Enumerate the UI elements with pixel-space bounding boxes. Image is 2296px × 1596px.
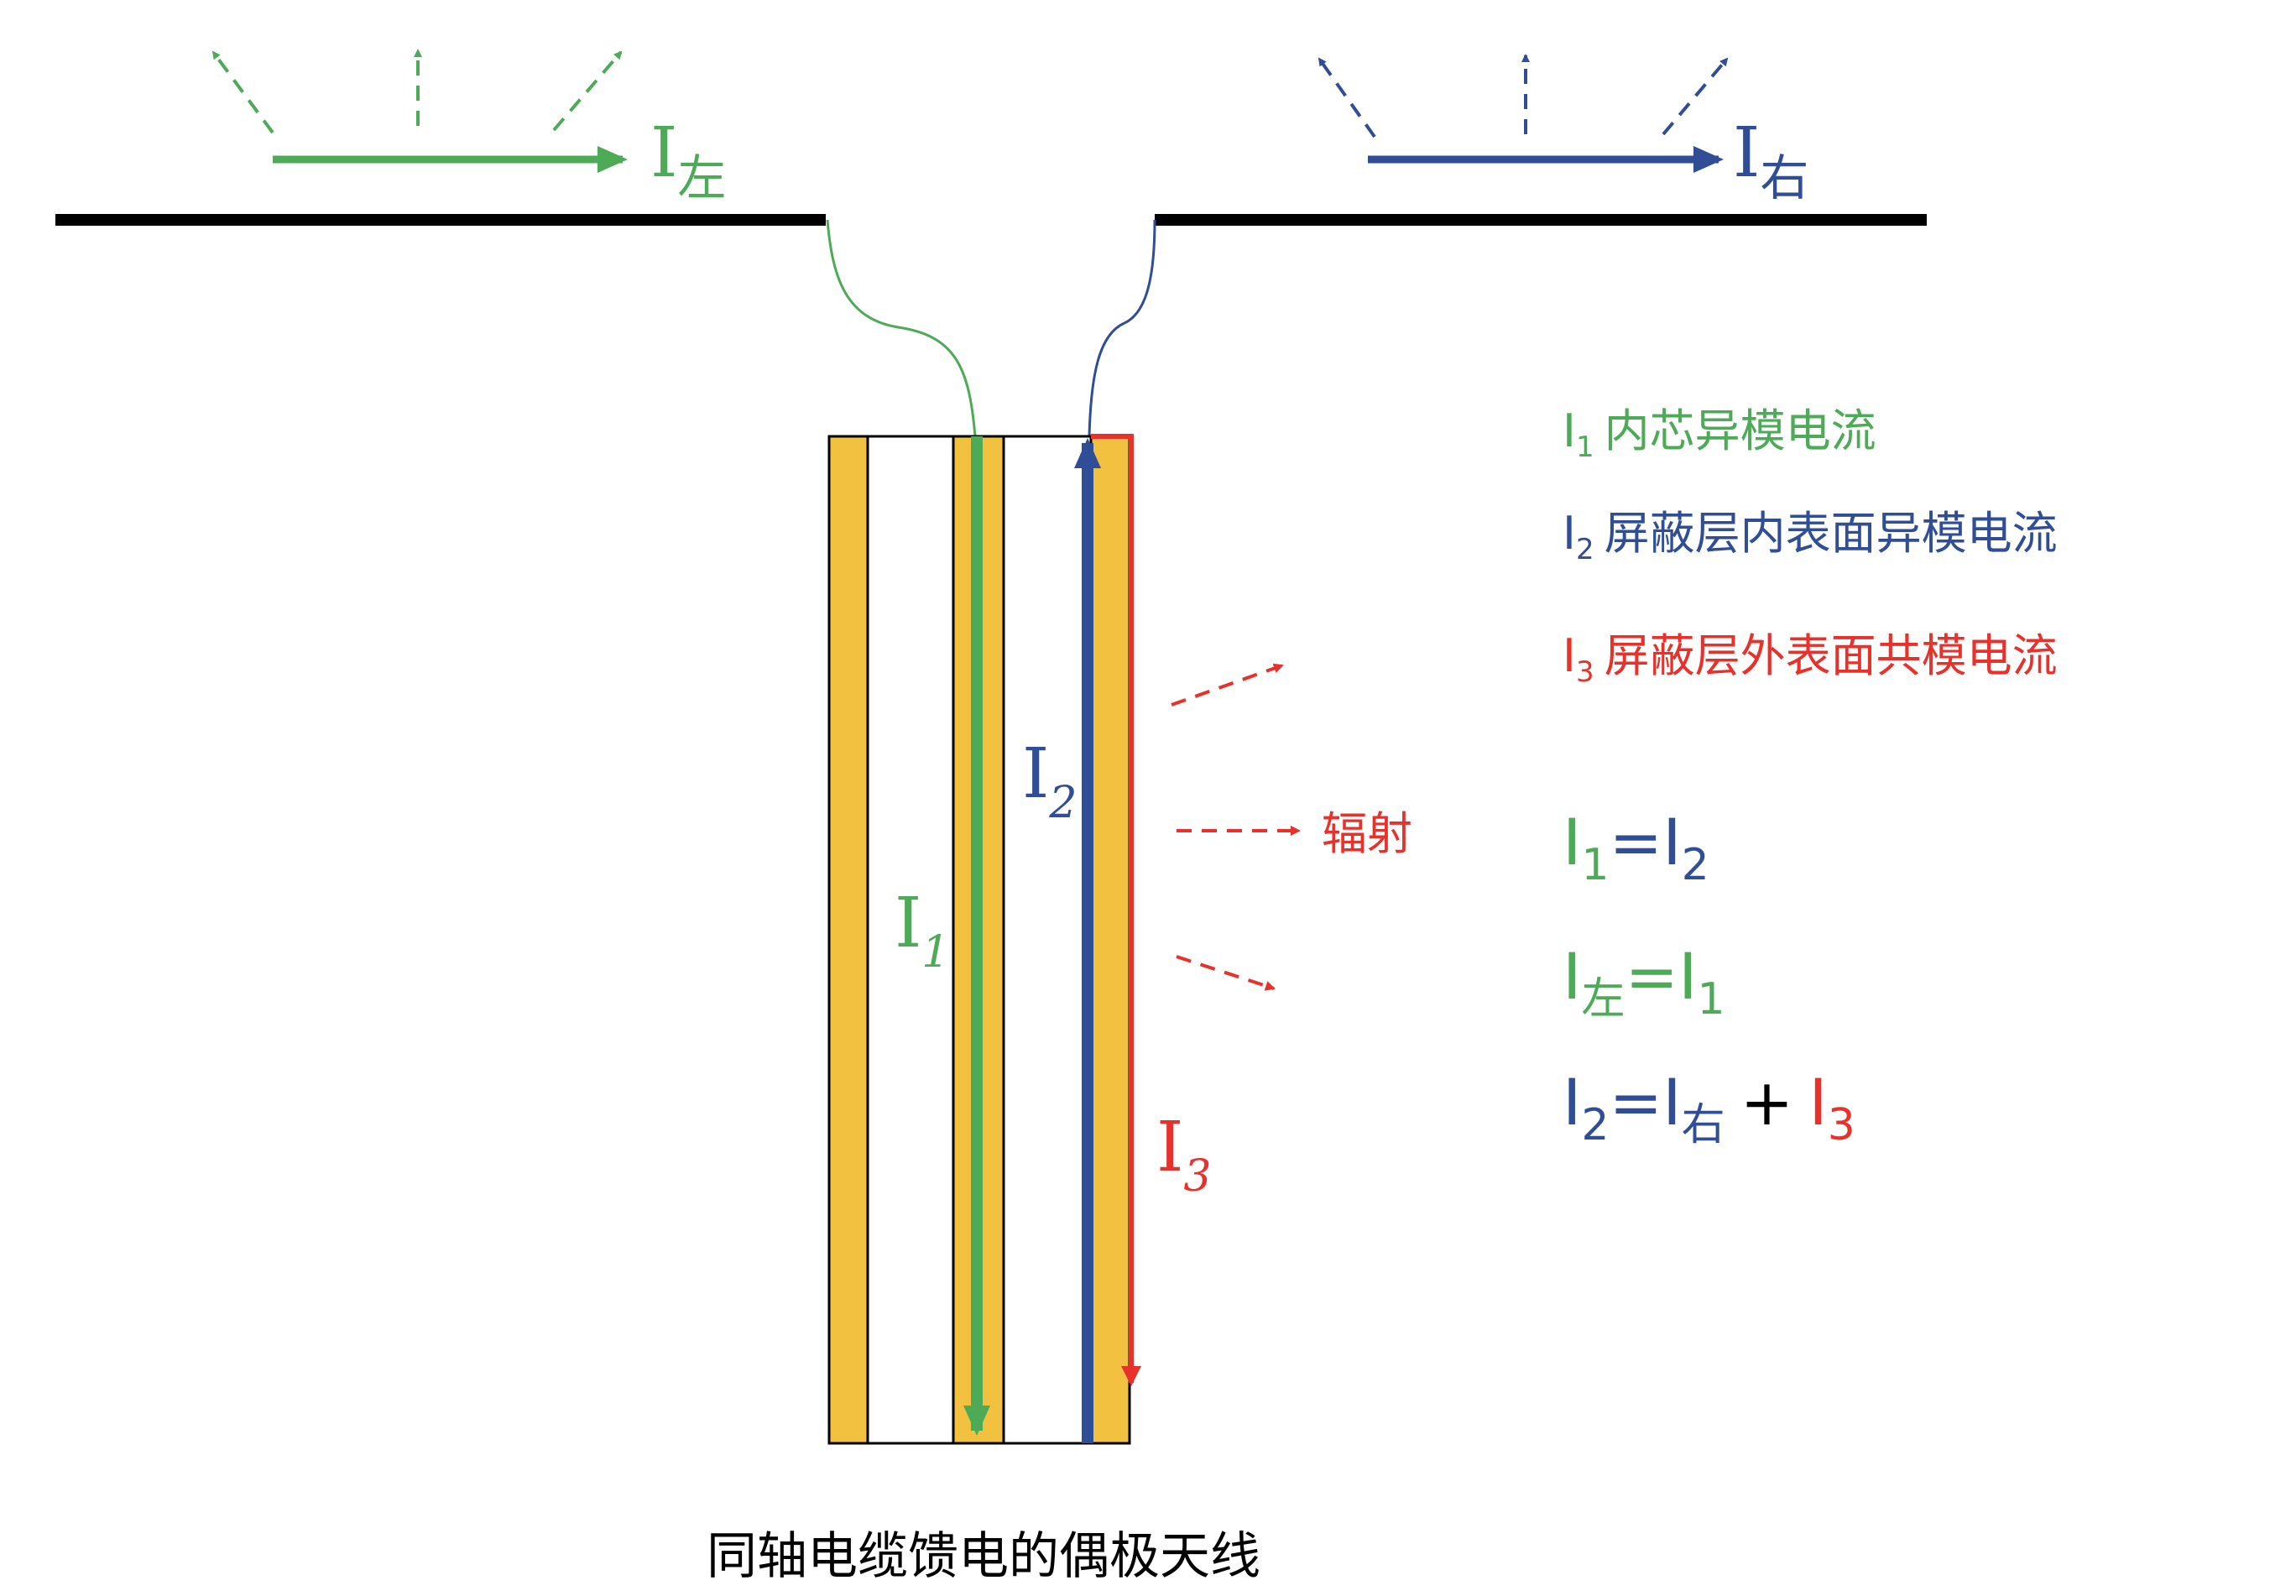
label-i1: I1 xyxy=(895,884,950,978)
shield-feed-wire xyxy=(1088,219,1156,437)
label-i3: I3 xyxy=(1156,1108,1212,1202)
right-shield-wall xyxy=(1089,435,1131,1445)
equation-1: I1=I2 xyxy=(1563,805,1709,890)
label-i-left: I左 xyxy=(650,113,726,206)
cable-radiation-arrows xyxy=(1171,663,1301,991)
right-arm-radiation-arrows xyxy=(1318,54,1729,138)
label-radiation: 辐射 xyxy=(1322,807,1412,860)
diagram-caption: 同轴电缆馈电的偶极天线 xyxy=(707,1527,1260,1586)
left-shield-wall xyxy=(827,435,869,1445)
inner-conductor-feed-wire xyxy=(826,219,977,437)
label-i2: I2 xyxy=(1022,734,1078,828)
left-arm-radiation-arrows xyxy=(211,49,623,134)
coaxial-cable xyxy=(827,435,1131,1445)
equations: I1=I2 I左=I1 I2=I右+I3 xyxy=(1563,805,1855,1150)
equation-3: I2=I右+I3 xyxy=(1563,1065,1855,1150)
label-i-right: I右 xyxy=(1733,113,1808,206)
i3-current-arrow xyxy=(1091,434,1141,1386)
equation-2: I左=I1 xyxy=(1563,939,1725,1025)
